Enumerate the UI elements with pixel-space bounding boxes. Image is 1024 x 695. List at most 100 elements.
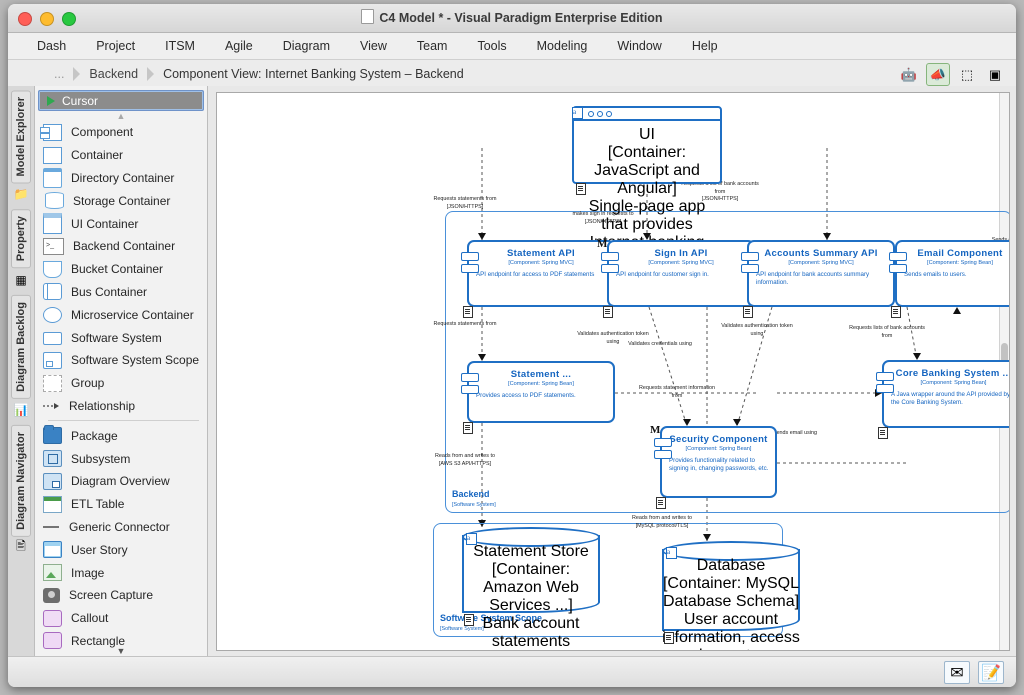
view-toolbar[interactable]: 🤖 📣 ⬚ ▣ [898, 63, 1006, 86]
sidebar-tab-property[interactable]: Property [11, 209, 31, 269]
palette-item-backend-container[interactable]: >_Backend Container [38, 235, 207, 258]
node-statement-component[interactable]: Statement ... [Component: Spring Bean] P… [461, 361, 615, 434]
menu-item-agile[interactable]: Agile [224, 39, 253, 53]
backend-scope[interactable]: Backend[Software System] [445, 211, 1009, 513]
panel-layout-icon[interactable]: ▣ [988, 66, 1002, 82]
node-database[interactable]: Database [Container: MySQL Database Sche… [662, 541, 800, 650]
sidebar-tab-diagram-backlog[interactable]: Diagram Backlog [11, 294, 31, 399]
node-badge: a [572, 107, 583, 119]
model-explorer-icon[interactable]: 📁 [13, 187, 29, 202]
edge-accounts-api-core: Requests lists of bank accounts from [848, 325, 926, 340]
palette-item-software-system-scope[interactable]: Software System Scope [38, 349, 207, 372]
menu-bar[interactable]: Dash Project ITSM Agile Diagram View Team Tools… [8, 33, 1016, 60]
backend-container-icon: >_ [43, 237, 64, 255]
node-type: [Component: Spring Bean] [508, 381, 574, 387]
window-controls[interactable] [18, 12, 76, 26]
diagram-navigator-icon[interactable]: 🖹 [16, 538, 26, 553]
palette-item-cursor[interactable]: Cursor [38, 90, 204, 111]
left-tab-strip[interactable]: Model Explorer 📁 Property ▦ Diagram Back… [8, 86, 35, 657]
palette-item-callout[interactable]: Callout [38, 607, 207, 630]
palette-item-label: Screen Capture [69, 588, 154, 603]
node-core-banking-system-facade[interactable]: Core Banking System ... [Component: Spri… [876, 360, 1010, 439]
palette-scroll-up[interactable]: ▲ [116, 111, 126, 121]
palette-item-user-story[interactable]: User Story [38, 538, 207, 561]
close-button[interactable] [18, 12, 32, 26]
palette-scroll-down[interactable]: ▼ [116, 646, 126, 656]
diagram-canvas[interactable]: Backend[Software System]Software System … [216, 92, 1010, 651]
node-accounts-summary-api[interactable]: Accounts Summary API [Component: Spring … [741, 240, 895, 318]
node-statement-api[interactable]: Statement API [Component: Spring MVC] AP… [461, 240, 615, 318]
breadcrumb-item-2[interactable]: Component View: Internet Banking System … [163, 67, 464, 81]
status-actions[interactable]: ✉ 📝 [944, 661, 1004, 684]
palette-item-microservice-container[interactable]: Microservice Container [38, 303, 207, 326]
menu-item-diagram[interactable]: Diagram [282, 39, 330, 53]
minimize-button[interactable] [40, 12, 54, 26]
document-marker-icon [878, 427, 888, 439]
breadcrumb-item-1[interactable]: Backend [89, 67, 139, 81]
palette-item-component[interactable]: Component [38, 121, 207, 144]
document-marker-icon [743, 306, 753, 318]
node-description: A Java wrapper around the API provided b… [891, 391, 1010, 407]
palette-item-relationship[interactable]: Relationship [38, 395, 207, 418]
node-statement-store[interactable]: Statement Store [Container: Amazon Web S… [462, 527, 600, 650]
menu-item-tools[interactable]: Tools [477, 39, 507, 53]
palette-item-ui-container[interactable]: UI Container [38, 212, 207, 235]
mail-icon[interactable]: ✉ [944, 661, 970, 684]
palette-item-diagram-overview[interactable]: Diagram Overview [38, 470, 207, 493]
edge-ui-statement-api: Requests statements from[JSON/HTTPS] [426, 196, 504, 211]
property-icon[interactable]: ▦ [15, 272, 27, 287]
sidebar-tab-diagram-navigator[interactable]: Diagram Navigator [11, 424, 31, 537]
palette-item-bus-container[interactable]: Bus Container [38, 281, 207, 304]
diagram-overview-icon [43, 472, 62, 490]
menu-item-view[interactable]: View [360, 39, 387, 53]
palette-item-package[interactable]: Package [38, 424, 207, 447]
palette-item-subsystem[interactable]: Subsystem [38, 447, 207, 470]
palette-item-label: Directory Container [71, 170, 175, 185]
palette-item-screen-capture[interactable]: Screen Capture [38, 584, 207, 607]
palette-item-container[interactable]: Container [38, 144, 207, 167]
node-email-component[interactable]: Email Component [Component: Spring Bean]… [889, 240, 1009, 318]
sidebar-tab-model-explorer[interactable]: Model Explorer [11, 90, 31, 184]
palette-item-directory-container[interactable]: Directory Container [38, 167, 207, 190]
node-type: [Component: Spring MVC] [508, 260, 574, 266]
menu-item-team[interactable]: Team [416, 39, 448, 53]
palette-item-software-system[interactable]: Software System [38, 326, 207, 349]
edge-label-text: Validates authentication token using [721, 323, 793, 337]
palette-item-label: Rectangle [71, 633, 126, 648]
diagram-backlog-icon[interactable]: 📊 [13, 402, 29, 417]
menu-item-window[interactable]: Window [617, 39, 662, 53]
breadcrumb[interactable]: ... Backend Component View: Internet Banki… [48, 67, 470, 81]
maximize-button[interactable] [62, 12, 76, 26]
palette-item-rectangle[interactable]: Rectangle [38, 630, 207, 653]
menu-item-modeling[interactable]: Modeling [536, 39, 588, 53]
fit-frame-icon[interactable]: ⬚ [960, 66, 974, 82]
node-text: Database [Container: MySQL Database Sche… [662, 557, 800, 650]
node-description: Provides functionality related to signin… [669, 457, 769, 473]
menu-item-project[interactable]: Project [96, 39, 136, 53]
edge-statement-store: Reads from and writes to[AWS S3 API/HTTP… [426, 453, 504, 468]
menu-item-help[interactable]: Help [691, 39, 718, 53]
robot-icon[interactable]: 🤖 [900, 66, 918, 82]
palette-item-generic-connector[interactable]: Generic Connector [38, 516, 207, 539]
node-description: Provides access to PDF statements. [476, 392, 576, 399]
note-edit-icon[interactable]: 📝 [978, 661, 1004, 684]
menu-item-itsm[interactable]: ITSM [165, 39, 195, 53]
node-name: Statement ... [510, 369, 572, 380]
edge-ui-sign-in-api: makes sign in requests to[JSON/HTTPS] [564, 211, 642, 226]
palette-item-storage-container[interactable]: Storage Container [38, 189, 207, 212]
palette-item-etl-table[interactable]: ETL Table [38, 493, 207, 516]
megaphone-icon[interactable]: 📣 [926, 63, 950, 86]
document-marker-icon [464, 614, 474, 626]
palette-item-bucket-container[interactable]: Bucket Container [38, 258, 207, 281]
component-tabs-icon [601, 252, 619, 276]
breadcrumb-item-0[interactable]: ... [54, 67, 65, 81]
menu-item-dash[interactable]: Dash [37, 39, 67, 53]
palette-item-group[interactable]: Group [38, 372, 207, 395]
node-ui[interactable]: UI [Container: JavaScript and Angular] S… [572, 106, 722, 305]
palette-item-image[interactable]: Image [38, 561, 207, 584]
breadcrumb-chevron-icon [147, 67, 155, 81]
document-marker-icon [656, 497, 666, 509]
